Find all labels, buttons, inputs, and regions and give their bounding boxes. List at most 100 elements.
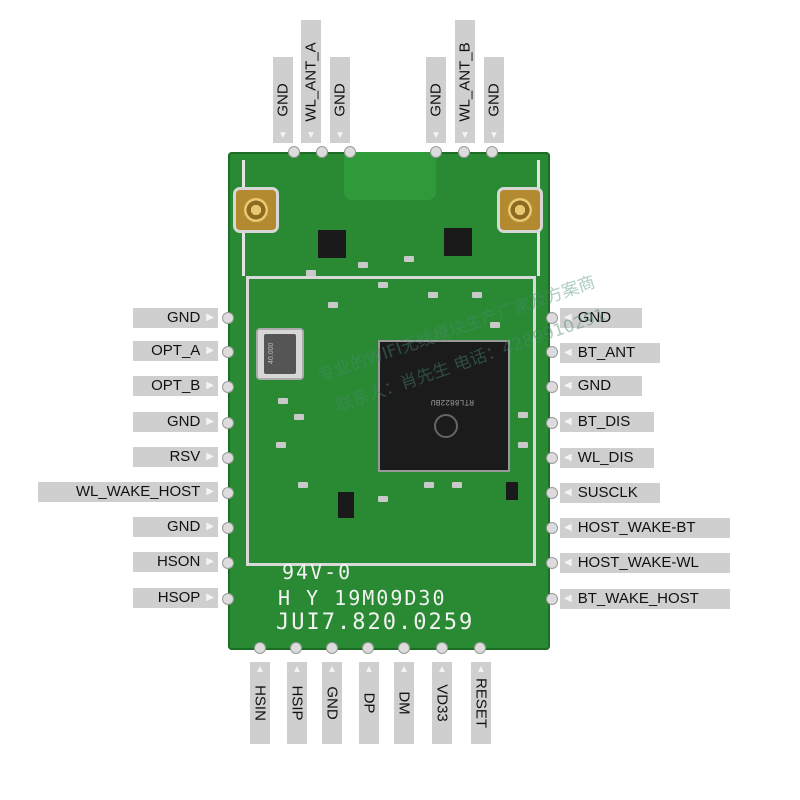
antenna-connector-b: [500, 190, 540, 230]
castellation: [222, 487, 234, 499]
passive-component: [378, 282, 388, 288]
arrow-left-icon: ◀: [564, 452, 572, 463]
right-pin-gnd-1: ◀GND: [560, 308, 642, 328]
arrow-right-icon: ▶: [206, 451, 214, 462]
arrow-left-icon: ◀: [564, 593, 572, 604]
bottom-pin-dp: ▲DP: [359, 662, 379, 744]
wifi-module-board: 40.000 RTL8822BU 94V-0 H Y 19M09D30 JUI7…: [222, 146, 558, 654]
castellation: [486, 146, 498, 158]
castellation: [344, 146, 356, 158]
bottom-pin-hsip: ▲HSIP: [287, 662, 307, 744]
top-pin-gnd-1: GND▼: [273, 57, 293, 143]
arrow-right-icon: ▶: [206, 486, 214, 497]
shield-frame-main: [246, 276, 536, 566]
castellation: [430, 146, 442, 158]
top-pin-wl-ant-b: WL_ANT_B▼: [455, 20, 475, 143]
arrow-left-icon: ◀: [564, 312, 572, 323]
passive-component: [424, 482, 434, 488]
arrow-right-icon: ▶: [206, 345, 214, 356]
right-pin-susclk: ◀SUSCLK: [560, 483, 660, 503]
passive-component: [306, 270, 316, 276]
top-pad-strip: [344, 152, 436, 200]
passive-component: [358, 262, 368, 268]
silkscreen-line-2: H Y 19M09D30: [278, 586, 447, 610]
regulator-chip: [338, 492, 354, 518]
right-pin-gnd-2: ◀GND: [560, 376, 642, 396]
castellation: [458, 146, 470, 158]
rf-switch-chip-a: [318, 230, 346, 258]
left-pin-rsv: RSV▶: [133, 447, 218, 467]
crystal-label: 40.000: [268, 342, 275, 364]
passive-component: [298, 482, 308, 488]
chip-logo-icon: [434, 414, 458, 438]
right-pin-host-wake-wl: ◀HOST_WAKE-WL: [560, 553, 730, 573]
castellation: [222, 593, 234, 605]
castellation: [316, 146, 328, 158]
arrow-left-icon: ◀: [564, 347, 572, 358]
castellation: [546, 417, 558, 429]
castellation: [546, 346, 558, 358]
castellation: [546, 557, 558, 569]
antenna-connector-a: [236, 190, 276, 230]
left-pin-hsop: HSOP▶: [133, 588, 218, 608]
arrow-right-icon: ▶: [206, 312, 214, 323]
arrow-down-icon: ▼: [489, 130, 499, 141]
castellation: [222, 522, 234, 534]
passive-component: [294, 414, 304, 420]
top-pin-gnd-2: GND▼: [330, 57, 350, 143]
bottom-pin-hsin: ▲HSIN: [250, 662, 270, 744]
castellation: [288, 146, 300, 158]
castellation: [290, 642, 302, 654]
castellation: [546, 452, 558, 464]
castellation: [222, 557, 234, 569]
passive-component: [328, 302, 338, 308]
top-pin-gnd-3: GND▼: [426, 57, 446, 143]
passive-component: [472, 292, 482, 298]
silkscreen-line-1: 94V-0: [282, 560, 353, 584]
bottom-pin-dm: ▲DM: [394, 662, 414, 744]
arrow-up-icon: ▲: [437, 664, 447, 675]
right-pin-host-wake-bt: ◀HOST_WAKE-BT: [560, 518, 730, 538]
passive-component: [452, 482, 462, 488]
bottom-pin-reset: ▲RESET: [471, 662, 491, 744]
castellation: [222, 417, 234, 429]
arrow-down-icon: ▼: [278, 130, 288, 141]
arrow-down-icon: ▼: [431, 130, 441, 141]
passive-component: [518, 442, 528, 448]
passive-component: [378, 496, 388, 502]
castellation: [326, 642, 338, 654]
passive-component: [276, 442, 286, 448]
arrow-up-icon: ▲: [292, 664, 302, 675]
arrow-right-icon: ▶: [206, 521, 214, 532]
arrow-right-icon: ▶: [206, 592, 214, 603]
top-pin-gnd-4: GND▼: [484, 57, 504, 143]
right-pin-bt-wake-host: ◀BT_WAKE_HOST: [560, 589, 730, 609]
bottom-pin-vd33: ▲VD33: [432, 662, 452, 744]
arrow-up-icon: ▲: [364, 664, 374, 675]
arrow-left-icon: ◀: [564, 380, 572, 391]
rf-switch-chip-b: [444, 228, 472, 256]
arrow-down-icon: ▼: [335, 130, 345, 141]
castellation: [546, 522, 558, 534]
castellation: [222, 312, 234, 324]
left-pin-opt-b: OPT_B▶: [133, 376, 218, 396]
bottom-pin-gnd: ▲GND: [322, 662, 342, 744]
arrow-left-icon: ◀: [564, 522, 572, 533]
left-pin-gnd-3: GND▶: [133, 517, 218, 537]
passive-component: [404, 256, 414, 262]
castellation: [546, 487, 558, 499]
castellation: [546, 312, 558, 324]
castellation: [474, 642, 486, 654]
small-chip: [506, 482, 518, 500]
castellation: [546, 593, 558, 605]
passive-component: [278, 398, 288, 404]
castellation: [222, 346, 234, 358]
castellation: [254, 642, 266, 654]
left-pin-gnd-1: GND▶: [133, 308, 218, 328]
castellation: [222, 452, 234, 464]
passive-component: [518, 412, 528, 418]
arrow-up-icon: ▲: [255, 664, 265, 675]
arrow-right-icon: ▶: [206, 380, 214, 391]
crystal-oscillator: [256, 328, 304, 380]
arrow-left-icon: ◀: [564, 487, 572, 498]
